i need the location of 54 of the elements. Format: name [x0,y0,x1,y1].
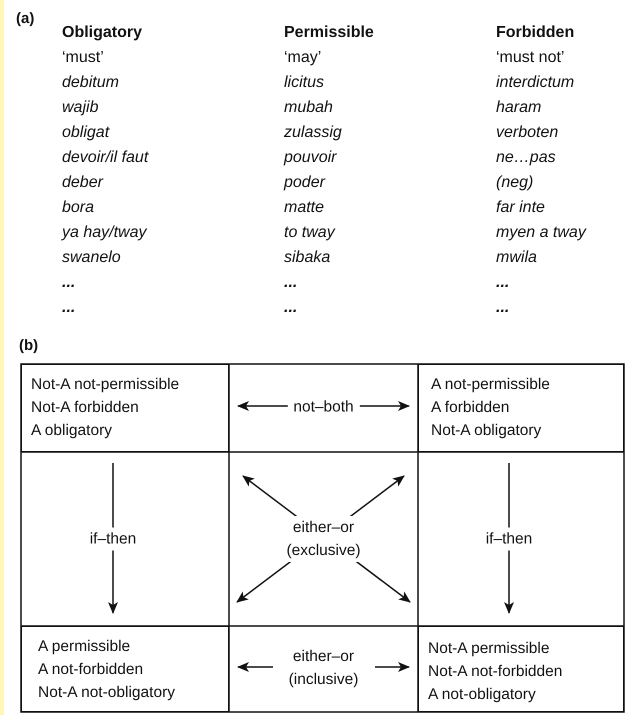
cell-text: Not-A forbidden [31,398,139,418]
term-text: obligat [62,123,110,143]
grid-cell [21,626,229,712]
term-text: ‘must not’ [496,48,564,68]
term-text: ... [284,298,298,318]
term-text: ‘must’ [62,48,104,68]
term-text: ... [62,298,76,318]
cell-text: A obligatory [31,421,112,441]
term-text: verboten [496,123,558,143]
term-text: to tway [284,223,335,243]
cell-text: Not-A not-forbidden [428,662,562,682]
term-text: sibaka [284,248,330,268]
term-text: debitum [62,73,119,93]
column-header: Forbidden [496,23,574,43]
term-text: ‘may’ [284,48,322,68]
term-text: matte [284,198,324,218]
grid-cell [21,364,229,452]
term-text: far inte [496,198,545,218]
term-text: pouvoir [284,148,336,168]
term-text: mubah [284,98,333,118]
grid-cell [418,364,624,452]
cell-text: A permissible [38,637,130,657]
term-text: interdictum [496,73,574,93]
cell-text: Not-A not-permissible [31,375,180,395]
cell-text: Not-A permissible [428,639,550,659]
cell-text: A forbidden [431,398,510,418]
term-text: swanelo [62,248,121,268]
panel-label: (b) [19,336,38,356]
term-text: ne…pas [496,148,556,168]
column-header: Permissible [284,23,374,43]
term-text: bora [62,198,94,218]
term-text: ... [496,273,510,293]
cell-text: A not-forbidden [38,660,144,680]
panel-label: (a) [16,9,34,29]
term-text: mwila [496,248,537,268]
cell-text: A not-permissible [431,375,550,395]
cell-text: Not-A obligatory [431,421,542,441]
term-text: zulassig [284,123,342,143]
term-text: ... [62,273,76,293]
term-text: haram [496,98,542,118]
cell-text: A not-obligatory [428,685,536,705]
term-text: ya hay/tway [62,223,146,243]
cell-text: Not-A not-obligatory [38,683,175,703]
term-text: ... [284,273,298,293]
grid-cell [418,626,624,712]
term-text: licitus [284,73,324,93]
term-text: deber [62,173,103,193]
term-text: wajib [62,98,98,118]
term-text: (neg) [496,173,534,193]
term-text: myen a tway [496,223,586,243]
term-text: poder [284,173,325,193]
column-header: Obligatory [62,23,142,43]
term-text: devoir/il faut [62,148,148,168]
term-text: ... [496,298,510,318]
